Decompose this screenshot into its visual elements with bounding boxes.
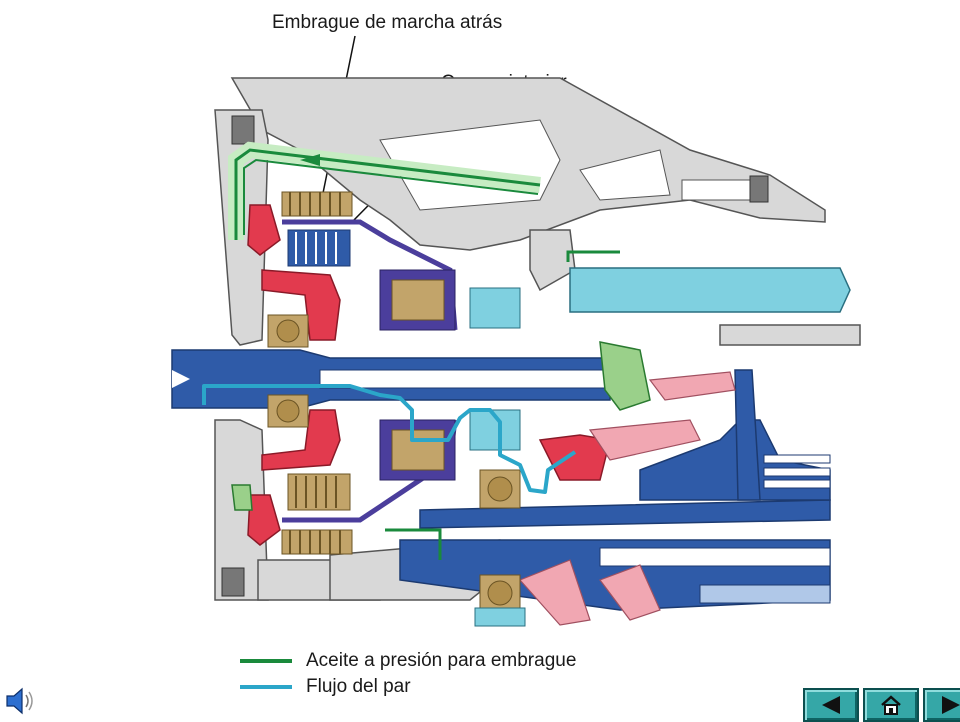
previous-button[interactable]: [803, 688, 859, 722]
legend-label-oil-pressure: Aceite a presión para embrague: [306, 650, 577, 671]
pink-seals: [518, 371, 736, 626]
bolt-bottom: [221, 567, 245, 597]
label-reverse-clutch: Embrague de marcha atrás: [272, 12, 503, 33]
planetary-gearset: [379, 269, 521, 481]
light-shaft-lower: [699, 584, 831, 604]
transmission-cutaway-diagram: [171, 35, 861, 627]
clutch-pistons: [247, 204, 611, 546]
home-button[interactable]: [863, 688, 919, 722]
bearings: [267, 314, 526, 627]
white-shaft-bore: [599, 547, 831, 567]
legend-swatch-green: [240, 659, 292, 663]
output-shaft: [569, 267, 851, 313]
reverse-clutch-lower: [281, 473, 353, 555]
legend-swatch-cyan: [240, 685, 292, 689]
navigation-bar: [803, 688, 960, 722]
next-button[interactable]: [923, 688, 960, 722]
green-components: [231, 341, 651, 511]
speaker-icon[interactable]: [4, 684, 38, 718]
triangle-left-icon: [822, 696, 840, 714]
bolt-right: [749, 175, 769, 203]
reverse-clutch-upper: [281, 191, 353, 267]
triangle-right-icon: [942, 696, 960, 714]
legend-label-torque-flow: Flujo del par: [306, 676, 411, 697]
input-shaft: [171, 349, 611, 409]
torque-flow-path: [202, 384, 577, 494]
legend-item-torque-flow: Flujo del par: [240, 676, 411, 698]
oil-pressure-path: [228, 141, 620, 560]
legend-item-oil-pressure: Aceite a presión para embrague: [240, 650, 576, 672]
bolt-top: [231, 115, 255, 145]
home-icon: [881, 695, 901, 715]
gear-teeth-right: [763, 454, 831, 489]
